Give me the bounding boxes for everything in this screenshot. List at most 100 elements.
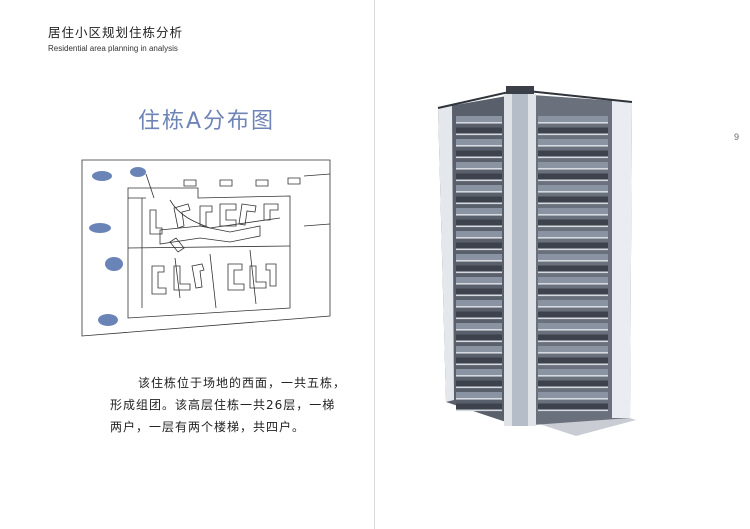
floor-slab (456, 168, 502, 170)
floor-slab (456, 248, 502, 251)
facade-window-row (538, 116, 608, 122)
floor-slab (538, 306, 608, 308)
facade-window-row (456, 162, 502, 168)
floor-slab (538, 145, 608, 147)
floor-slab (456, 179, 502, 182)
facade-window-row (456, 173, 502, 180)
facade-window-row (456, 242, 502, 249)
facade-window-row (456, 323, 502, 329)
facade-window-row (538, 208, 608, 214)
facade-window-row (456, 300, 502, 306)
facade-window-row (538, 300, 608, 306)
floor-slab (456, 156, 502, 159)
floor-slab (456, 363, 502, 366)
facade-window-row (538, 127, 608, 134)
floor-slab (538, 363, 608, 366)
facade-window-row (538, 162, 608, 168)
description-line-2: 形成组团。该高层住栋一共26层，一梯 (110, 398, 336, 412)
description-line-3: 两户，一层有两个楼梯，共四户。 (110, 420, 306, 434)
floor-slab (456, 225, 502, 228)
floor-slab (538, 386, 608, 389)
facade-window-row (456, 288, 502, 295)
floor-slab (456, 214, 502, 216)
floor-slab (538, 248, 608, 251)
floor-slab (538, 398, 608, 400)
facade-window-row (538, 369, 608, 375)
facade-window-row (538, 392, 608, 398)
floor-slab (538, 133, 608, 136)
facade-window-row (538, 380, 608, 387)
floor-slab (456, 122, 502, 124)
floor-slab (538, 317, 608, 320)
facade-window-row (456, 150, 502, 157)
facade-window-row (456, 392, 502, 398)
floor-slab (456, 329, 502, 331)
facade-window-row (456, 357, 502, 364)
floor-slab (538, 202, 608, 205)
floor-slab (456, 202, 502, 205)
facade-window-row (538, 334, 608, 341)
floor-slab (538, 122, 608, 124)
header-title-en: Residential area planning in analysis (48, 44, 178, 53)
facade-window-row (538, 311, 608, 318)
floor-slab (456, 237, 502, 239)
floor-slab (538, 214, 608, 216)
facade-window-row (538, 219, 608, 226)
floor-slab (456, 352, 502, 354)
facade-window-row (538, 173, 608, 180)
facade-window-row (538, 254, 608, 260)
facade-window-row (456, 219, 502, 226)
floor-slab (456, 386, 502, 389)
facade-window-row (538, 288, 608, 295)
facade-window-row (538, 357, 608, 364)
facade-window-row (538, 196, 608, 203)
floor-slab (538, 260, 608, 262)
floor-slab (456, 294, 502, 297)
floor-slab (456, 133, 502, 136)
facade-window-row (456, 196, 502, 203)
floor-slab (538, 237, 608, 239)
floor-slab (456, 317, 502, 320)
facade-window-row (456, 185, 502, 191)
floor-slab (538, 375, 608, 377)
description-line-1: 该住栋位于场地的西面，一共五栋， (138, 376, 347, 390)
facade-window-row (456, 231, 502, 237)
facade-window-row (456, 208, 502, 214)
floor-slab (538, 179, 608, 182)
floor-slab (456, 398, 502, 400)
site-plan-map (81, 159, 331, 337)
facade-window-row (538, 139, 608, 145)
floor-slab (538, 352, 608, 354)
facade-window-row (456, 254, 502, 260)
facade-window-row (538, 150, 608, 157)
floor-slab (538, 329, 608, 331)
facade-window-row (456, 277, 502, 283)
facade-window-row (456, 380, 502, 387)
floor-slab (456, 409, 502, 412)
floor-slab (538, 409, 608, 412)
facade-window-row (456, 127, 502, 134)
floor-slab (456, 306, 502, 308)
floor-slab (456, 375, 502, 377)
facade-window-row (456, 311, 502, 318)
header-title-cn: 居住小区规划住栋分析 (48, 25, 184, 40)
floor-slab (538, 283, 608, 285)
floor-slab (538, 191, 608, 193)
floor-slab (538, 294, 608, 297)
description-text: 该住栋位于场地的西面，一共五栋， 形成组团。该高层住栋一共26层，一梯 两户，一… (110, 372, 350, 438)
floor-slab (456, 191, 502, 193)
floor-slab (456, 145, 502, 147)
floor-slab (538, 225, 608, 228)
facade-window-row (456, 369, 502, 375)
floor-slab (538, 271, 608, 274)
facade-window-row (456, 334, 502, 341)
facade-window-row (538, 185, 608, 191)
facade-window-row (538, 242, 608, 249)
facade-window-row (456, 139, 502, 145)
facade-window-row (456, 116, 502, 122)
facade-window-row (456, 265, 502, 272)
facade-window-row (456, 346, 502, 352)
floor-slab (456, 340, 502, 343)
page-title: 住栋A分布图 (138, 109, 276, 134)
building-rendering (437, 86, 636, 436)
